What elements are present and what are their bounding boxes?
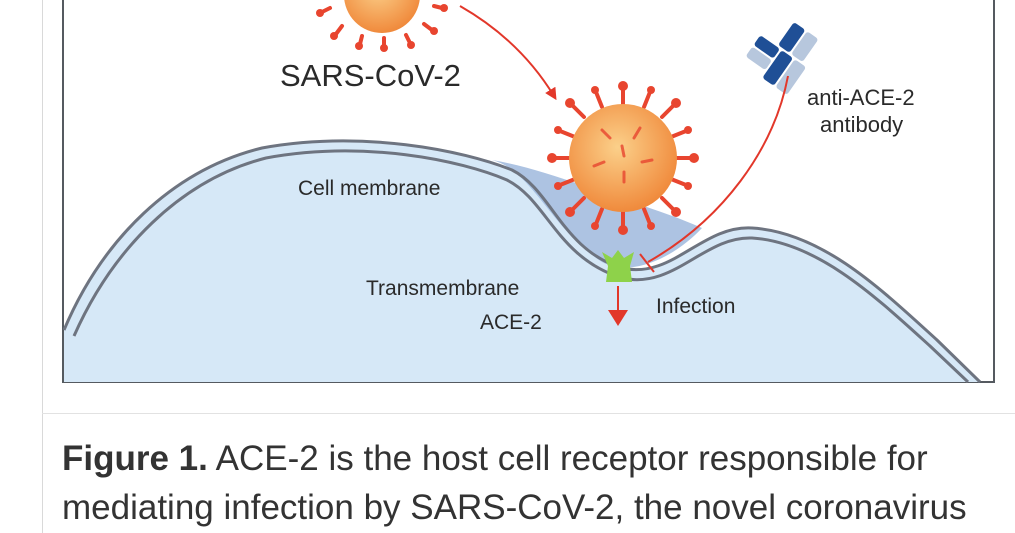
caption-label: Figure 1.	[62, 439, 208, 478]
cell-shade	[492, 160, 702, 268]
antibody-label-line1: anti-ACE-2	[807, 85, 915, 110]
virus-top-icon	[316, 0, 448, 52]
figure-panel: SARS-CoV-2 anti-ACE-2 antibody Cell memb…	[62, 0, 996, 384]
ace2-receptor-icon	[602, 250, 634, 282]
cell-body	[64, 140, 980, 382]
antibody-label-line2: antibody	[820, 112, 903, 137]
figure-caption: Figure 1. ACE-2 is the host cell recepto…	[62, 434, 992, 532]
caption-divider	[42, 413, 1015, 414]
cell-membrane-inner	[72, 149, 970, 384]
infection-arrow	[608, 286, 628, 326]
entry-arrow	[459, 5, 557, 101]
membrane-label: Cell membrane	[298, 177, 440, 200]
receptor-label-line1: Transmembrane	[366, 277, 519, 300]
cell-membrane	[62, 139, 982, 384]
caption-text: ACE-2 is the host cell receptor responsi…	[62, 439, 967, 527]
virus-bound-icon	[547, 81, 699, 235]
inhibition-line	[647, 75, 789, 263]
inhibition-bar	[639, 253, 655, 273]
receptor-label-line2: ACE-2	[480, 311, 542, 334]
ace2-infection-diagram: SARS-CoV-2 anti-ACE-2 antibody Cell memb…	[62, 0, 995, 384]
infection-label: Infection	[656, 295, 735, 318]
antibody-icon	[746, 23, 818, 94]
virus-label: SARS-CoV-2	[280, 58, 461, 93]
